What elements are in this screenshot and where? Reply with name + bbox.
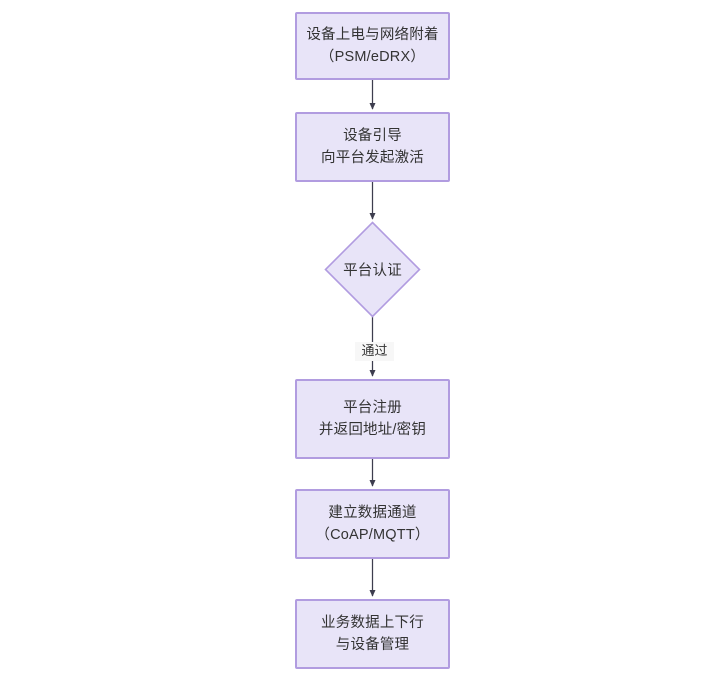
node-register[interactable]: 平台注册 并返回地址/密钥 bbox=[295, 379, 450, 459]
node-data-exchange[interactable]: 业务数据上下行 与设备管理 bbox=[295, 599, 450, 669]
node-register-line2: 并返回地址/密钥 bbox=[318, 422, 427, 438]
node-bootstrap-line1: 设备引导 bbox=[343, 127, 402, 144]
node-power-on-line2: （PSM/eDRX） bbox=[319, 49, 426, 65]
node-channel-line2: （CoAP/MQTT） bbox=[315, 527, 430, 543]
node-data-exchange-line2: 与设备管理 bbox=[335, 637, 410, 653]
node-channel-line1: 建立数据通道 bbox=[328, 504, 417, 521]
node-power-on-line1: 设备上电与网络附着 bbox=[306, 26, 439, 43]
node-auth-label: 平台认证 bbox=[343, 263, 402, 279]
edge-label-auth-pass: 通过 bbox=[355, 342, 394, 361]
diamond-shape bbox=[324, 221, 421, 318]
node-channel[interactable]: 建立数据通道 （CoAP/MQTT） bbox=[295, 489, 450, 559]
node-data-exchange-line1: 业务数据上下行 bbox=[321, 614, 424, 631]
node-bootstrap[interactable]: 设备引导 向平台发起激活 bbox=[295, 112, 450, 182]
node-bootstrap-line2: 向平台发起激活 bbox=[321, 150, 424, 166]
node-register-line1: 平台注册 bbox=[343, 399, 402, 416]
node-power-on[interactable]: 设备上电与网络附着 （PSM/eDRX） bbox=[295, 12, 450, 80]
node-auth[interactable]: 平台认证 bbox=[324, 221, 421, 318]
